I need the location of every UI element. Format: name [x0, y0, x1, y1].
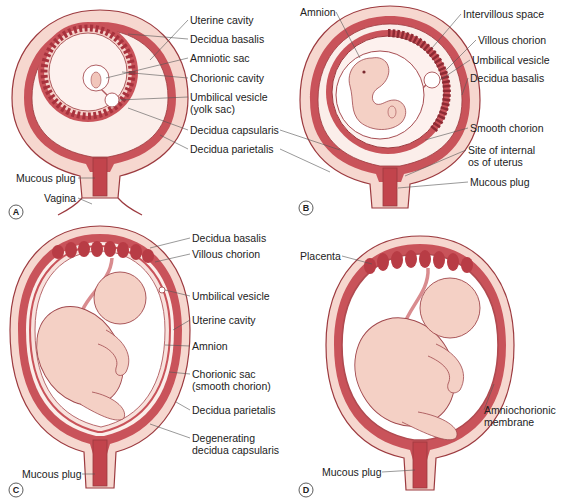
part-label: Vagina	[44, 192, 76, 204]
part-label: Amnion	[300, 6, 336, 18]
part-label: Mucous plug	[322, 466, 382, 478]
part-label: Degenerating decidua capsularis	[192, 432, 287, 456]
part-label: Decidua parietalis	[190, 143, 273, 155]
uterus-panel-b	[299, 6, 480, 215]
part-label: Decidua basalis	[190, 33, 264, 45]
part-label: Amnion	[192, 340, 228, 352]
part-label: Site of internal os of uterus	[468, 144, 544, 168]
part-label: Amniochorionic membrane	[484, 404, 566, 428]
part-label: Umbilical vesicle (yolk sac)	[190, 91, 278, 115]
part-label: Umbilical vesicle	[192, 290, 270, 302]
uterus-panel-c	[9, 226, 190, 497]
part-label: Mucous plug	[22, 468, 82, 480]
panel-letter: B	[299, 201, 313, 215]
part-label: Amniotic sac	[190, 52, 250, 64]
part-label: Villous chorion	[478, 34, 546, 46]
part-label: Decidua parietalis	[192, 404, 275, 416]
uterus-panel-a	[9, 10, 188, 219]
panel-letter: C	[9, 483, 23, 497]
part-label: Chorionic sac (smooth chorion)	[192, 368, 284, 392]
part-label: Smooth chorion	[470, 122, 544, 134]
part-label: Mucous plug	[470, 176, 530, 188]
part-label: Decidua basalis	[470, 72, 544, 84]
part-label: Uterine cavity	[192, 314, 256, 326]
part-label: Uterine cavity	[190, 14, 254, 26]
part-label: Decidua basalis	[192, 232, 266, 244]
panel-letter: A	[9, 205, 23, 219]
part-label: Umbilical vesicle	[472, 54, 550, 66]
part-label: Villous chorion	[192, 248, 260, 260]
part-label: Chorionic cavity	[190, 72, 264, 84]
leader-lines	[78, 12, 494, 474]
panel-letter: D	[299, 483, 313, 497]
part-label: Intervillous space	[463, 8, 544, 20]
part-label: Placenta	[300, 250, 341, 262]
part-label: Decidua capsularis	[190, 124, 279, 136]
uterus-panel-d	[299, 236, 514, 497]
part-label: Mucous plug	[16, 172, 76, 184]
